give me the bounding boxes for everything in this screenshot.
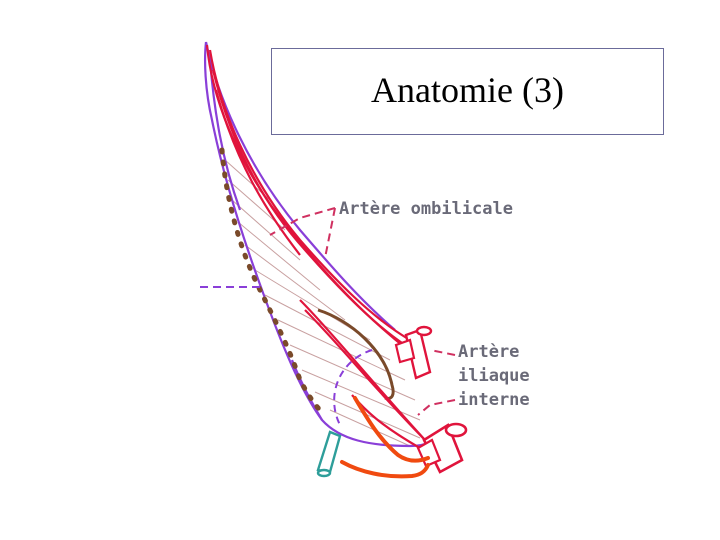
- label-internal-iliac-3: interne: [458, 390, 530, 410]
- label-umbilical-artery: Artère ombilicale: [339, 199, 513, 219]
- orange-highlight: [340, 396, 430, 479]
- iliac-artery-stump-upper: [394, 325, 433, 380]
- label-internal-iliac-2: iliaque: [458, 366, 530, 386]
- teal-vessel: [316, 430, 342, 478]
- title-box: Anatomie (3): [271, 48, 664, 135]
- umbilical-artery-lines: [205, 44, 431, 449]
- label-internal-iliac-1: Artère: [458, 342, 519, 362]
- ligament-hatching: [224, 159, 421, 447]
- slide-title: Anatomie (3): [371, 70, 564, 110]
- brown-curve: [317, 308, 395, 400]
- iliac-artery-stump-lower: [416, 422, 468, 474]
- leader-lines: [269, 207, 456, 416]
- dotted-border: [219, 147, 323, 413]
